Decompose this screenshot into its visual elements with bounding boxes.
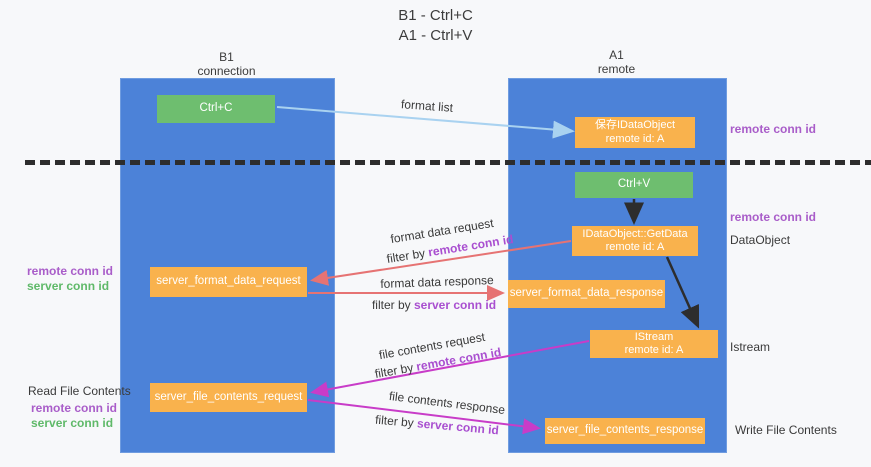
label-remote-conn-id-mid-left: remote conn id: [27, 264, 114, 278]
label-format-data-response: format data response: [380, 273, 494, 291]
label-istream: Istream: [730, 340, 771, 354]
label-remote-conn-id-top-right: remote conn id: [730, 122, 817, 136]
server-file-contents-response-box: server_file_contents_response: [545, 418, 705, 444]
save-idataobject-box: 保存IDataObject remote id: A: [575, 117, 695, 148]
server-format-data-request-box: server_format_data_request: [150, 267, 307, 297]
server-format-data-response-box: server_format_data_response: [508, 280, 665, 308]
idataobject-getdata-box: IDataObject::GetData remote id: A: [572, 226, 698, 256]
label-filter-by-server-2: filter by server conn id: [375, 413, 500, 438]
ctrl-c-box: Ctrl+C: [157, 95, 275, 123]
istream-box: IStream remote id: A: [590, 330, 718, 358]
label-server-conn-id-mid-left: server conn id: [27, 279, 110, 293]
lane-header-a1: A1 remote: [508, 48, 725, 76]
filter-by-prefix-4: filter by: [374, 412, 418, 431]
lane-header-b1: B1 connection: [120, 50, 333, 78]
lane-b1-role: connection: [197, 64, 256, 78]
trust-boundary-dashed-line: [25, 160, 871, 165]
title-line-2: A1 - Ctrl+V: [398, 27, 473, 44]
diagram-title: B1 - Ctrl+C A1 - Ctrl+V: [0, 6, 871, 46]
label-remote-conn-id-mid-right: remote conn id: [730, 210, 817, 224]
filter-by-prefix-3: filter by: [373, 359, 418, 382]
label-read-file-contents: Read File Contents: [28, 384, 131, 398]
filter-by-highlight-2: server conn id: [413, 298, 497, 312]
lane-a1-role: remote: [597, 62, 636, 76]
label-filter-by-server-1: filter by server conn id: [372, 298, 496, 312]
title-line-1: B1 - Ctrl+C: [398, 7, 473, 24]
lane-a1-name: A1: [609, 48, 624, 62]
filter-by-highlight-4: server conn id: [416, 416, 500, 438]
filter-by-prefix-2: filter by: [371, 298, 414, 312]
filter-by-prefix-1: filter by: [385, 245, 430, 266]
label-remote-conn-id-bottom-left: remote conn id: [31, 401, 118, 415]
server-file-contents-request-box: server_file_contents_request: [150, 383, 307, 412]
lane-b1-name: B1: [219, 50, 234, 64]
label-server-conn-id-bottom-left: server conn id: [31, 416, 114, 430]
label-write-file-contents: Write File Contents: [735, 423, 837, 437]
label-format-list: format list: [400, 97, 454, 115]
label-file-contents-response: file contents response: [388, 388, 506, 418]
ctrl-v-box: Ctrl+V: [575, 172, 693, 198]
label-dataobject: DataObject: [730, 233, 791, 247]
